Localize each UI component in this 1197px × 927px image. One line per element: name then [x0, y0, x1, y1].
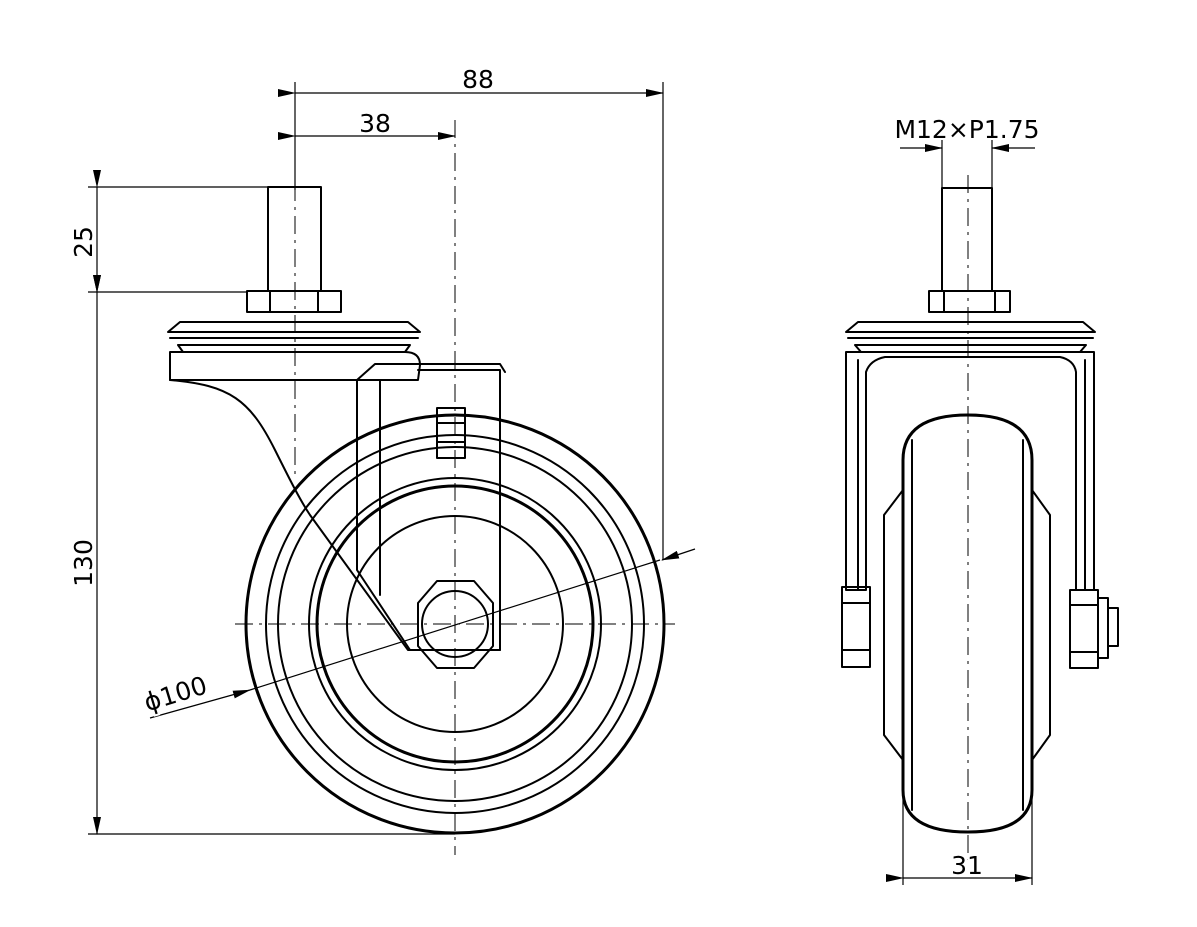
dim-88-label: 88 [462, 65, 494, 94]
stem-nut [246, 290, 342, 313]
wheel-side [883, 413, 1051, 834]
side-top-plate [845, 321, 1096, 353]
dim-stem-length: 25 [67, 170, 268, 293]
dim-overall-offset: 88 [278, 63, 664, 560]
dim-31-label: 31 [951, 851, 983, 880]
dim-wheel-width: 31 [886, 790, 1033, 885]
dim-130-label: 130 [69, 539, 98, 587]
side-stem [941, 187, 993, 292]
fork-arm [169, 363, 506, 651]
side-view [841, 175, 1119, 860]
dim-38-label: 38 [359, 109, 391, 138]
dim-diameter-label: ϕ100 [141, 671, 211, 718]
side-fork [845, 351, 1095, 591]
side-axle-right-nut [1069, 589, 1119, 669]
top-plate [167, 321, 421, 381]
dim-swivel-offset: 38 [278, 107, 456, 140]
dim-total-height: 130 [67, 275, 455, 835]
dim-25-label: 25 [69, 226, 98, 258]
side-stem-nut [928, 290, 1011, 313]
dim-thread: M12×P1.75 [892, 113, 1042, 188]
fork-slot [436, 407, 466, 459]
side-axle-left-nut [841, 586, 871, 668]
dim-thread-label: M12×P1.75 [894, 115, 1039, 144]
front-view [167, 120, 675, 855]
